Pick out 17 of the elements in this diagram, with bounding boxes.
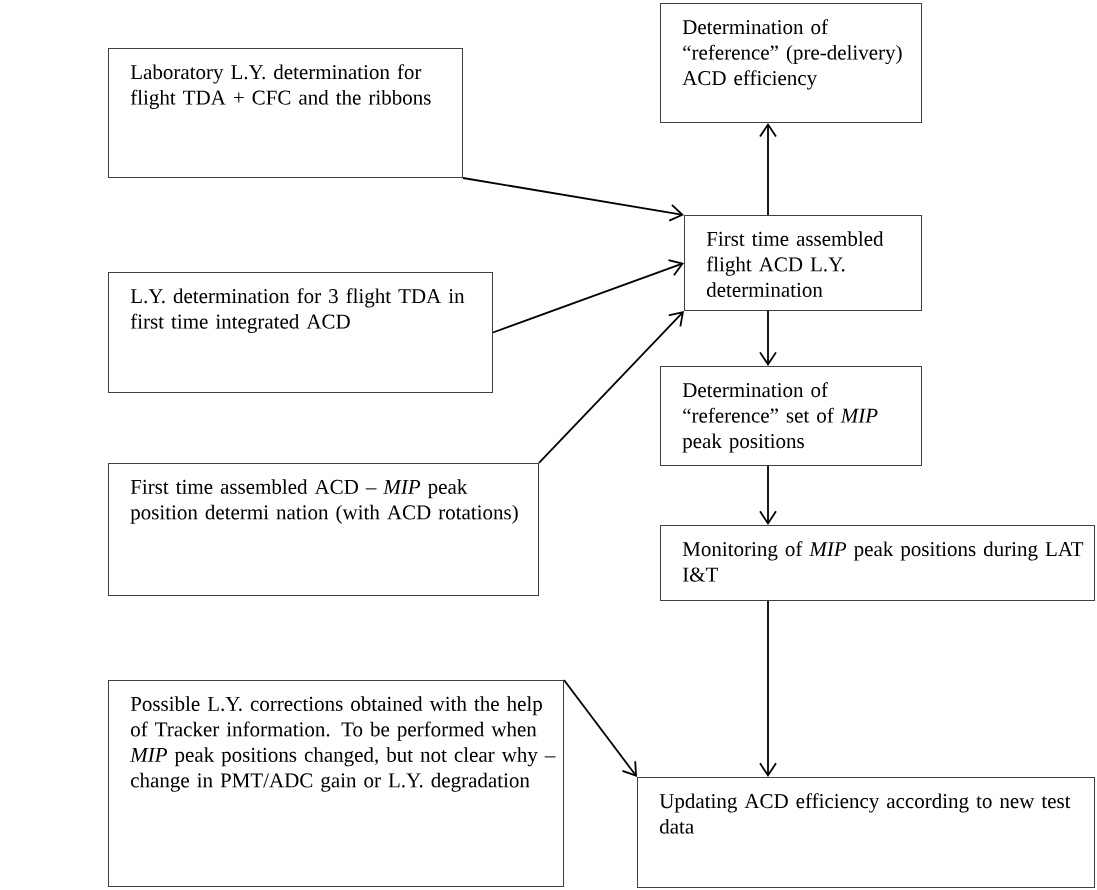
arrow — [759, 123, 777, 216]
process-box: First time assembled flight ACD L.Y. determination — [684, 215, 922, 311]
arrow — [462, 177, 684, 222]
arrow — [563, 679, 637, 777]
arrow — [759, 600, 777, 777]
arrow — [759, 465, 777, 525]
arrow — [492, 259, 684, 334]
process-box: L.Y. determination for 3 flight TDA in first time integrated ACD — [108, 272, 493, 393]
process-box: Determination of “reference” set of MIP peak positions — [660, 366, 922, 466]
process-box: Determination of “reference” (pre-delivery) ACD efficiency — [660, 3, 922, 123]
arrow — [538, 311, 684, 464]
arrow — [759, 310, 777, 366]
process-box: First time assembled ACD – MIP peak position determi nation (with ACD rotations) — [108, 463, 539, 596]
process-box: Possible L.Y. corrections obtained with the help of Tracker information. To be performed when MIP peak positions changed, but not clear why – change in PMT/ADC gain or L.Y. degradation — [108, 680, 564, 887]
process-box: Monitoring of MIP peak positions during LAT I&T — [660, 525, 1095, 601]
process-box: Laboratory L.Y. determination for flight TDA + CFC and the ribbons — [108, 48, 463, 178]
process-box: Updating ACD efficiency according to new test data — [637, 777, 1095, 888]
